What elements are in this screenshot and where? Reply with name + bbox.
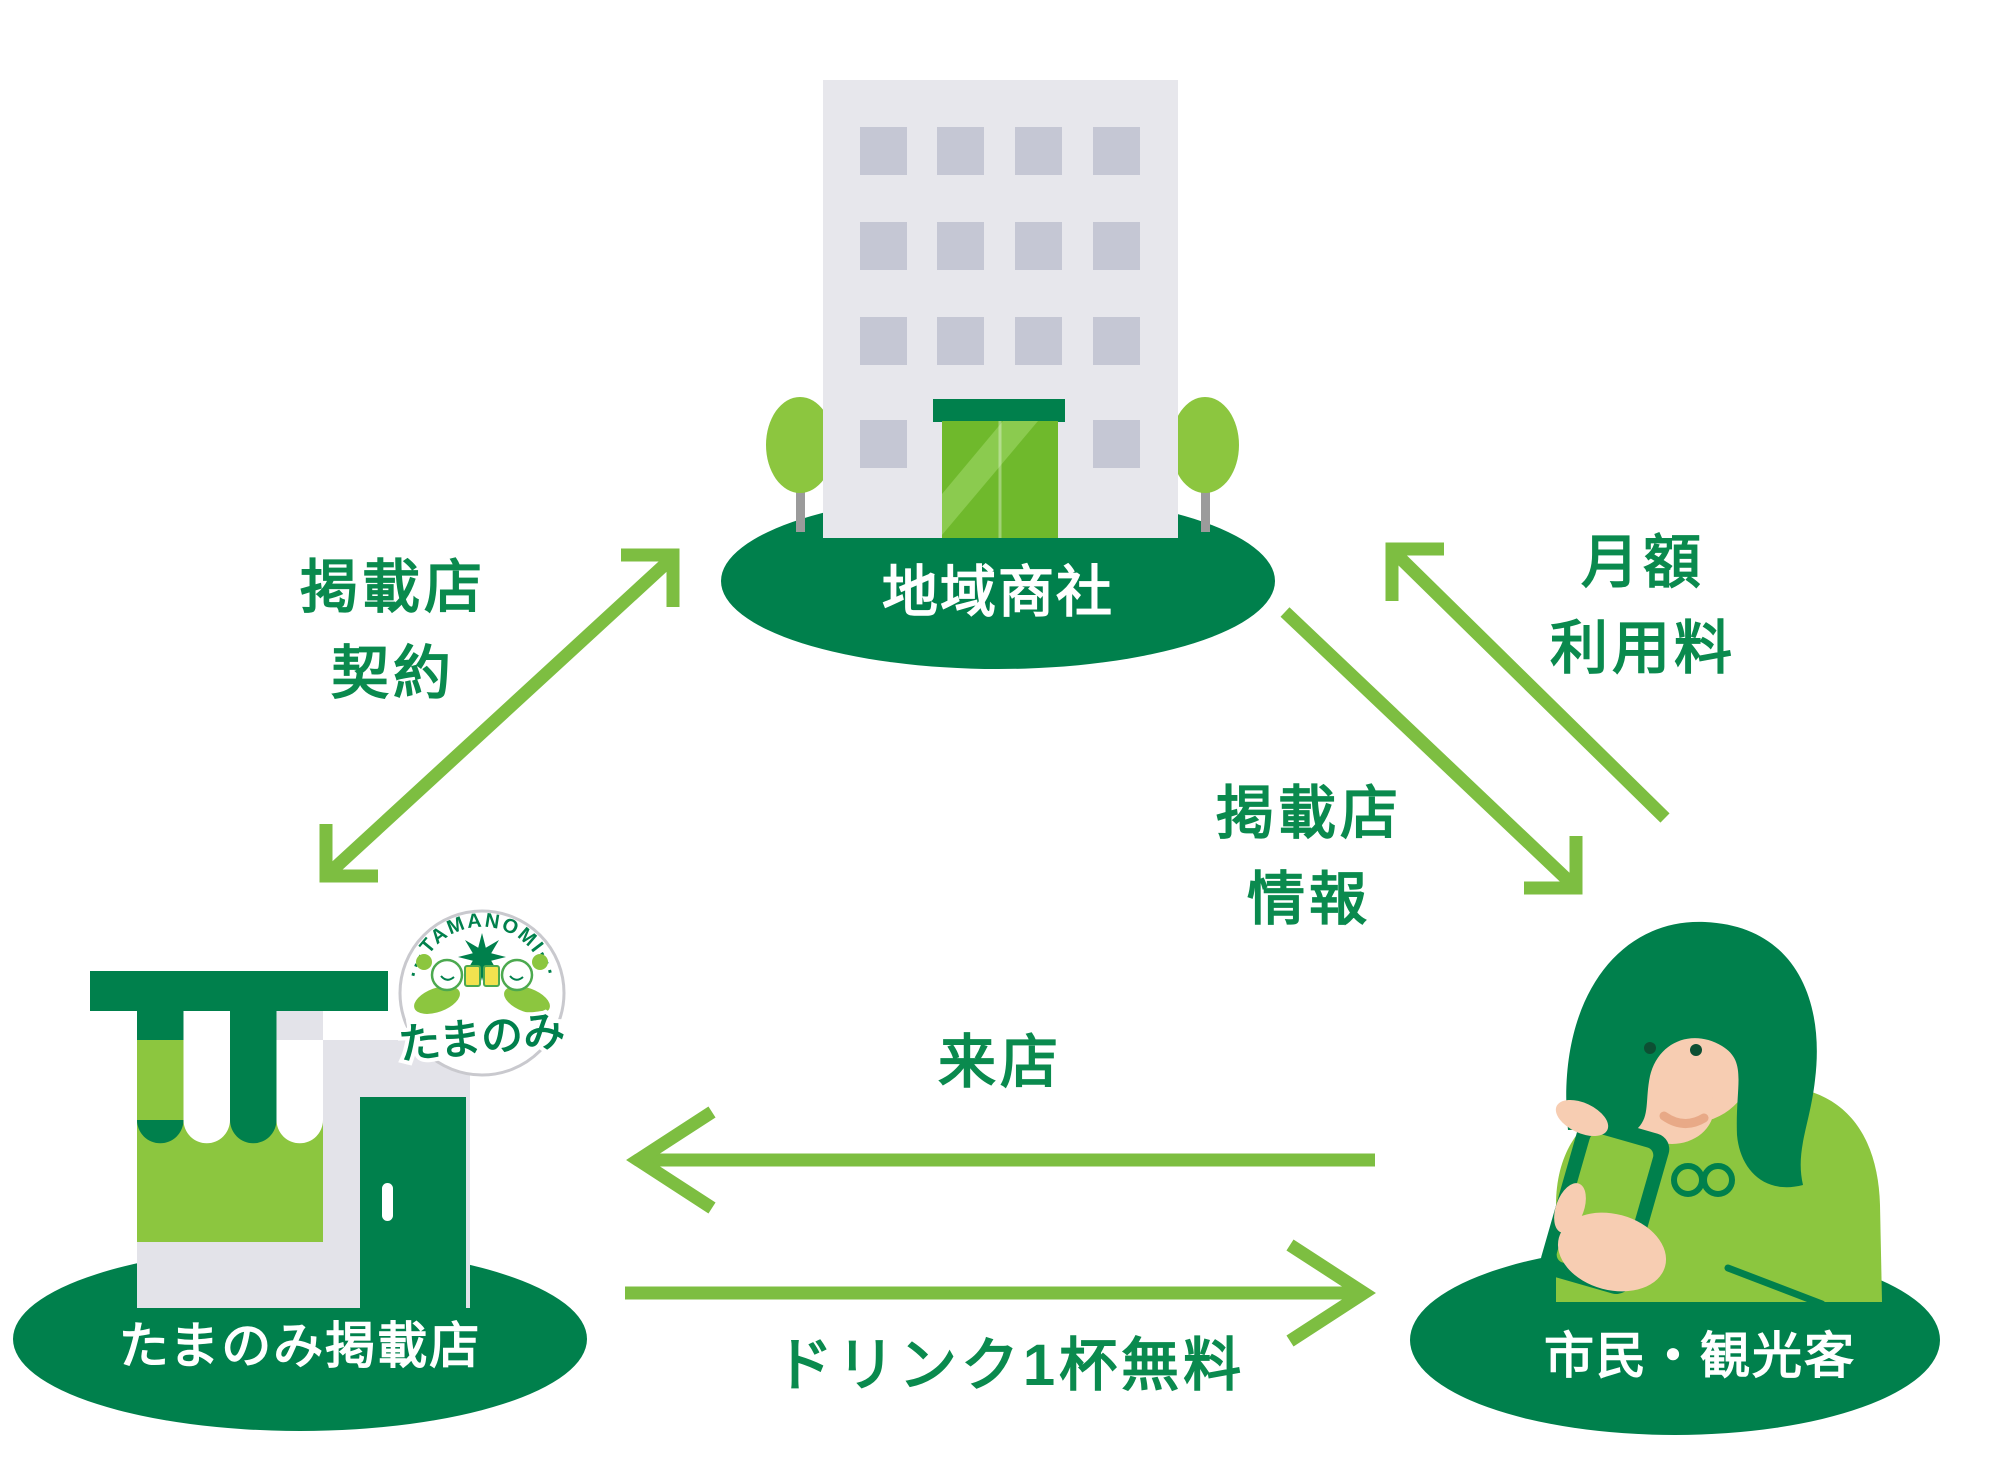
free-drink-arrow: [625, 1239, 1376, 1347]
visit-arrow: [626, 1106, 1375, 1214]
company-node-illustration: [721, 80, 1275, 669]
person-eye-left: [1644, 1042, 1656, 1054]
person-mouth: [1659, 1111, 1709, 1128]
person-upper-hand: [1555, 1099, 1609, 1137]
hoodie-drawstring-icon: [1671, 1163, 1735, 1197]
visit-label: 来店: [937, 1030, 1063, 1095]
contract-arrow: [319, 548, 680, 883]
tree-right: [1171, 397, 1239, 493]
contract-label-line1: 掲載店: [299, 555, 487, 620]
contract-label-line2: 契約: [330, 641, 456, 706]
shop-roof: [90, 971, 388, 1011]
store-info-label-line2: 情報: [1246, 867, 1372, 932]
mascot-mug-right: [483, 965, 500, 987]
shop-door-handle: [382, 1183, 393, 1221]
store-info-arrow: [1280, 607, 1583, 895]
tree-left: [766, 397, 834, 493]
store-info-label-line1: 掲載店: [1215, 781, 1403, 846]
contract-label: 掲載店 契約: [300, 545, 486, 717]
building-door-lintel: [933, 399, 1065, 422]
person-eye-right: [1690, 1044, 1702, 1056]
mascot-head-right: [500, 958, 534, 992]
mascot-head-left: [430, 958, 464, 992]
arrows: [319, 542, 1670, 1347]
building-door-shine: [942, 421, 1038, 535]
customer-node-illustration: [1410, 921, 1940, 1435]
person-thumb: [1554, 1183, 1586, 1233]
person-hand: [1557, 1212, 1667, 1292]
shop-door: [360, 1097, 466, 1308]
monthly-fee-label: 月額 利用料: [1550, 520, 1736, 692]
company-node-label: 地域商社: [882, 560, 1114, 624]
person-arm-line: [1724, 1264, 1826, 1308]
monthly-fee-label-line2: 利用料: [1549, 616, 1737, 681]
person-hair: [1566, 921, 1817, 1188]
free-drink-label: ドリンク1杯無料: [774, 1333, 1246, 1398]
monthly-fee-label-line1: 月額: [1580, 530, 1706, 595]
tamanomi-badge: ···TAMANOMI··· たまのみ: [393, 909, 571, 1077]
shop-base: [137, 1242, 323, 1308]
badge-circle: [398, 909, 566, 1077]
customer-node-label: 市民・観光客: [1544, 1328, 1856, 1384]
mascot-mug-left: [464, 965, 481, 987]
building-windows: [860, 127, 1140, 468]
tree-trunk-right: [1201, 470, 1210, 532]
store-node-label: たまのみ掲載店: [118, 1318, 482, 1374]
store-info-label: 掲載店 情報: [1216, 771, 1402, 943]
badge-mascot: [414, 933, 550, 1014]
shop-awning: [137, 1010, 323, 1144]
tree-trunk-left: [796, 470, 805, 532]
monthly-fee-arrow: [1385, 542, 1670, 823]
